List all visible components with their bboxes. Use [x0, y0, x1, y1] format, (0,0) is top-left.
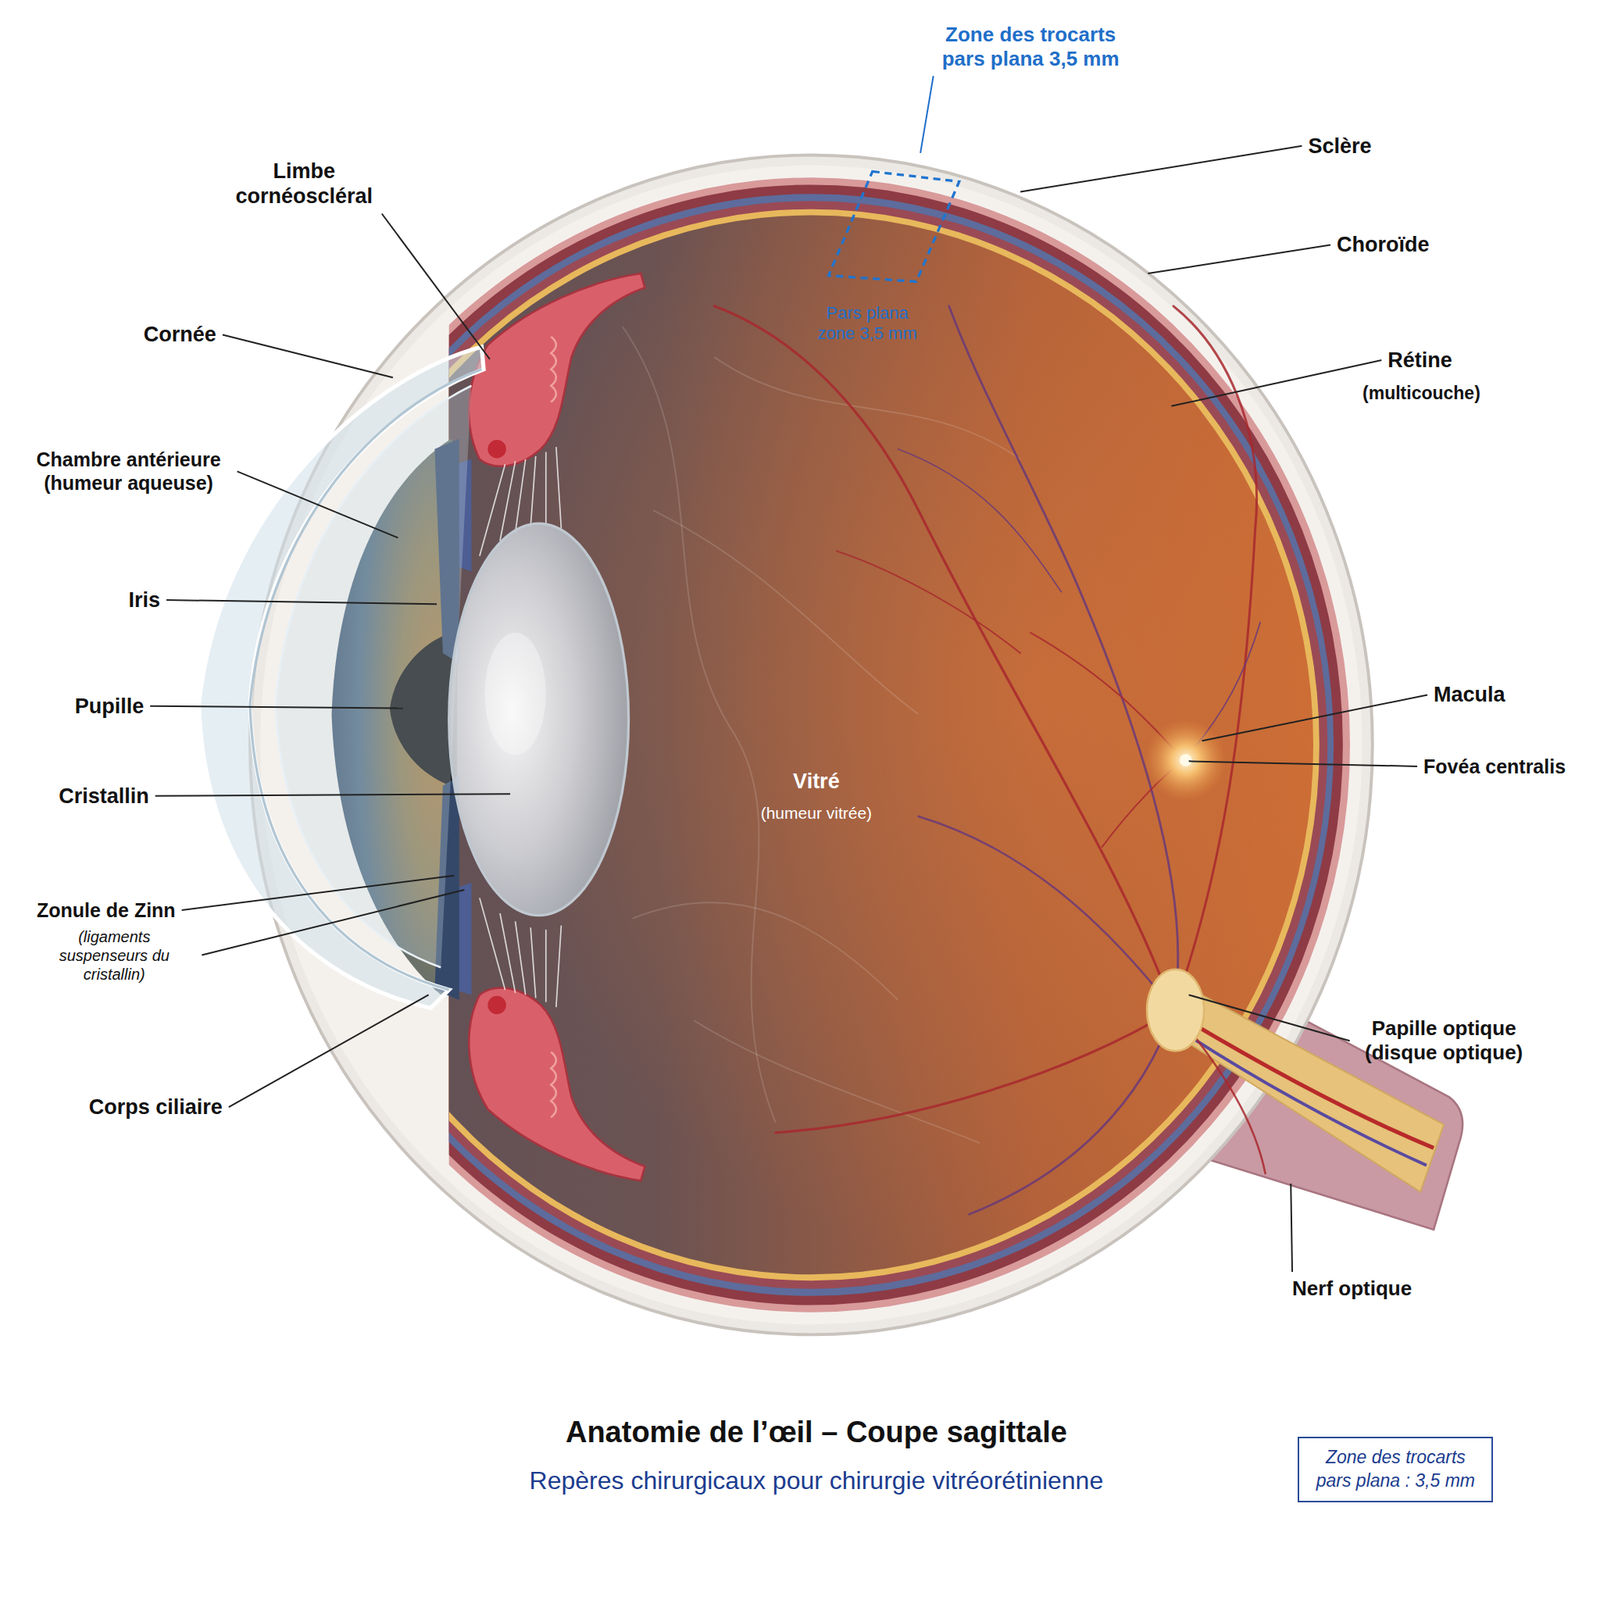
part-label: Limbe cornéoscléral [226, 158, 383, 210]
part-label: Pupille [75, 693, 145, 719]
part-label: Cornée [143, 321, 217, 347]
part-label: Iris [128, 587, 161, 613]
part-label: Pars plana zone 3,5 mm [815, 303, 920, 345]
leader-line [166, 600, 437, 604]
leader-line [182, 875, 455, 911]
leader-line [150, 706, 404, 709]
leader-line [201, 889, 465, 956]
leader-line [155, 793, 511, 797]
part-label: Vitré [792, 768, 840, 794]
leader-line [1290, 1183, 1293, 1272]
diagram-title: Anatomie de l’œil – Coupe sagittale [565, 1414, 1068, 1451]
leader-line [920, 75, 934, 154]
part-label: Sclère [1307, 133, 1372, 159]
part-label: Cristallin [58, 783, 150, 809]
leader-line [1189, 760, 1418, 767]
part-label: Chambre antérieure (humeur aqueuse) [26, 447, 232, 495]
leader-line [1202, 694, 1428, 741]
part-label: (humeur vitrée) [760, 803, 872, 823]
leader-line [228, 994, 429, 1108]
legend-box: Zone des trocarts pars plana : 3,5 mm [1297, 1436, 1493, 1503]
leader-line [1189, 994, 1350, 1041]
part-label: Corps ciliaire [89, 1094, 223, 1120]
diagram-caption: Repères chirurgicaux pour chirurgie vitr… [529, 1465, 1104, 1496]
leader-line [382, 213, 490, 359]
part-label: Zone des trocarts pars plana 3,5 mm [933, 22, 1129, 72]
leader-line [1020, 146, 1302, 193]
leader-line [237, 471, 399, 538]
box-text: Zone des trocarts pars plana : 3,5 mm [1310, 1446, 1481, 1493]
leader-line [222, 334, 393, 378]
part-label: Choroïde [1336, 232, 1430, 258]
part-label: Nerf optique [1292, 1276, 1412, 1301]
part-label: (ligaments suspenseurs du cristallin) [32, 927, 196, 984]
part-label: Fovéa centralis [1423, 754, 1566, 779]
part-label: Papille optique (disque optique) [1356, 1016, 1533, 1065]
leader-line [1171, 360, 1382, 407]
part-label: (multicouche) [1362, 382, 1481, 405]
part-label: Rétine [1387, 347, 1453, 373]
part-label: Zonule de Zinn [36, 898, 176, 922]
leader-line [1147, 244, 1331, 274]
part-label: Macula [1433, 682, 1506, 708]
